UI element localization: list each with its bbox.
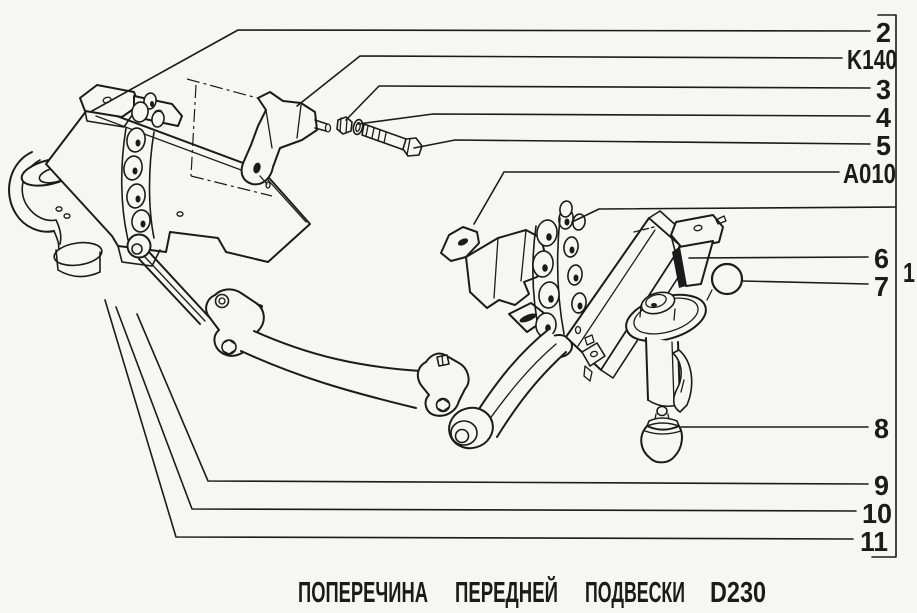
leader-3 — [345, 85, 871, 121]
group-bracket-1 — [871, 14, 897, 558]
caption-word-3: ПОДВЕСКИ — [585, 577, 685, 609]
caption: ПОПЕРЕЧИНА ПЕРЕДНЕЙ ПОДВЕСКИ D230 — [298, 575, 766, 609]
callout-label-a010: A010 — [843, 158, 896, 189]
leader-11 — [104, 299, 854, 540]
callout-label-2: 2 — [876, 17, 891, 48]
leader-6 — [688, 256, 869, 259]
leader-k140 — [296, 55, 843, 107]
callout-label-k140: K140 — [847, 44, 897, 75]
leader-a010 — [473, 171, 840, 225]
leader-1 — [571, 206, 897, 223]
bump-stop-8 — [640, 405, 683, 464]
callout-leaders — [91, 14, 897, 558]
callout-labels: 2 K140 3 4 5 A010 6 7 1 8 9 10 11 — [843, 17, 915, 557]
caption-word-1: ПОПЕРЕЧИНА — [298, 577, 428, 609]
leader-7 — [741, 280, 869, 285]
leader-9 — [136, 313, 869, 485]
stabilizer-bar — [240, 330, 422, 409]
callout-label-3: 3 — [876, 74, 891, 105]
callout-label-4: 4 — [876, 102, 891, 133]
caption-word-4: D230 — [710, 577, 766, 609]
callout-label-1: 1 — [903, 257, 915, 288]
retaining-strap — [672, 349, 693, 413]
callout-label-10: 10 — [862, 498, 892, 529]
left-washer-chain — [120, 92, 165, 259]
nut-3 — [336, 116, 353, 135]
left-stabilizer-clamp — [205, 288, 265, 357]
buffer-ball-7 — [706, 262, 744, 301]
center-bracket-assembly — [440, 200, 587, 358]
leader-4 — [357, 113, 871, 125]
leader-2 — [91, 29, 871, 112]
lower-bushing — [53, 241, 103, 278]
leader-5 — [413, 139, 871, 149]
stamped-bracket-k140 — [186, 78, 332, 197]
caption-word-2: ПЕРЕДНЕЙ — [455, 575, 558, 609]
right-side-member — [565, 210, 744, 413]
strut-rod — [138, 251, 210, 325]
side-member-plate — [45, 105, 311, 263]
callout-label-6: 6 — [874, 243, 889, 274]
bracket-ear — [440, 226, 480, 262]
bolt-5 — [361, 123, 423, 157]
leader-10 — [115, 306, 857, 512]
callout-label-7: 7 — [874, 271, 889, 302]
stabilizer-bar-end — [8, 151, 55, 233]
spring-pan — [625, 291, 707, 343]
support-bracket-6 — [672, 240, 714, 288]
beam-end-tab — [581, 342, 606, 382]
lower-control-arm — [448, 328, 567, 450]
fastener-set — [336, 116, 423, 157]
callout-label-9: 9 — [874, 470, 889, 501]
callout-label-5: 5 — [876, 130, 891, 161]
right-stabilizer-clamp — [416, 352, 470, 417]
callout-label-8: 8 — [874, 413, 889, 444]
callout-label-11: 11 — [860, 526, 888, 557]
